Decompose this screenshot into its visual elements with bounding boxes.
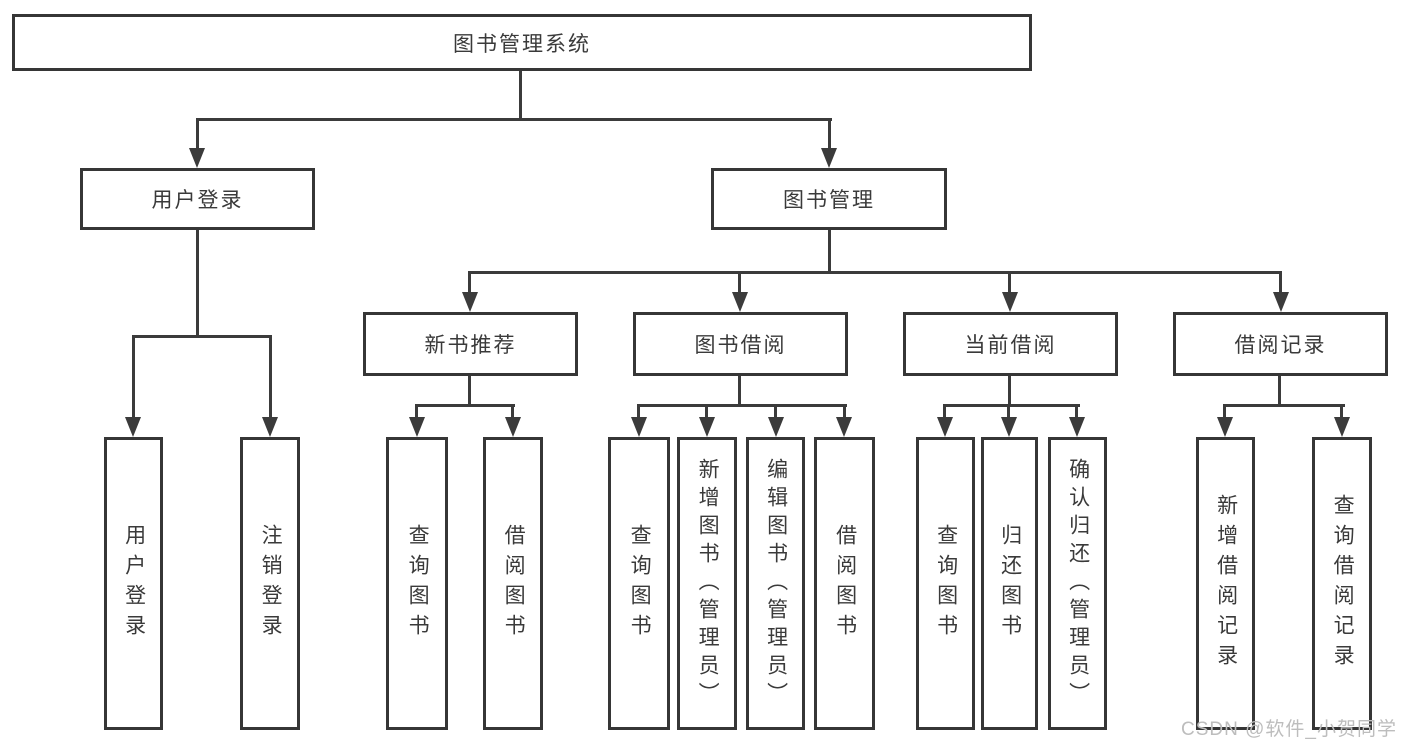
connector-line xyxy=(196,118,832,121)
connector-line xyxy=(132,335,135,421)
leaf-query-books-recommend: 查询图书 xyxy=(386,437,448,730)
leaf-query-books-borrowing-label: 查询图书 xyxy=(628,523,652,644)
connector-line xyxy=(1007,404,1010,421)
connector-line xyxy=(415,404,515,407)
leaf-edit-books-admin-label: 编辑图书（管理员） xyxy=(764,457,788,710)
node-library-system-label: 图书管理系统 xyxy=(453,32,591,56)
leaf-add-borrow-record: 新增借阅记录 xyxy=(1196,437,1255,730)
connector-arrow xyxy=(462,292,478,312)
leaf-edit-books-admin: 编辑图书（管理员） xyxy=(746,437,805,730)
connector-arrow xyxy=(125,417,141,437)
connector-line xyxy=(738,376,741,407)
connector-line xyxy=(843,404,846,421)
leaf-borrow-books-recommend: 借阅图书 xyxy=(483,437,543,730)
connector-line xyxy=(705,404,708,421)
connector-arrow xyxy=(821,148,837,168)
connector-line xyxy=(511,404,514,421)
connector-arrow xyxy=(1273,292,1289,312)
leaf-query-borrow-record-label: 查询借阅记录 xyxy=(1331,493,1355,674)
leaf-borrow-books-borrowing-label: 借阅图书 xyxy=(833,523,857,644)
connector-line xyxy=(468,376,471,407)
node-borrowing-records-label: 借阅记录 xyxy=(1234,334,1327,357)
connector-line xyxy=(943,404,946,421)
connector-line xyxy=(269,335,272,421)
node-new-book-recommend-label: 新书推荐 xyxy=(424,334,517,357)
connector-line xyxy=(415,404,418,421)
leaf-borrow-books-borrowing: 借阅图书 xyxy=(814,437,875,730)
node-library-system: 图书管理系统 xyxy=(12,14,1032,71)
connector-line xyxy=(1008,376,1011,407)
connector-line xyxy=(1075,404,1078,421)
node-new-book-recommend: 新书推荐 xyxy=(363,312,578,376)
node-book-management-label: 图书管理 xyxy=(783,189,875,212)
watermark: CSDN @软件_小贺同学 xyxy=(1181,719,1397,740)
connector-arrow xyxy=(631,417,647,437)
node-user-login-label: 用户登录 xyxy=(151,189,244,212)
connector-line xyxy=(196,118,199,152)
connector-arrow xyxy=(409,417,425,437)
connector-line xyxy=(519,71,522,118)
leaf-add-books-admin: 新增图书（管理员） xyxy=(677,437,737,730)
connector-arrow xyxy=(1334,417,1350,437)
connector-line xyxy=(468,271,471,296)
connector-line xyxy=(637,404,640,421)
connector-line xyxy=(196,230,199,338)
connector-line xyxy=(738,271,741,296)
node-current-borrowing: 当前借阅 xyxy=(903,312,1118,376)
leaf-query-books-current-label: 查询图书 xyxy=(934,523,958,644)
connector-line xyxy=(637,404,847,407)
connector-arrow xyxy=(1002,292,1018,312)
leaf-borrow-books-recommend-label: 借阅图书 xyxy=(502,523,526,644)
connector-arrow xyxy=(937,417,953,437)
connector-line xyxy=(828,230,831,274)
connector-arrow xyxy=(699,417,715,437)
connector-arrow xyxy=(1217,417,1233,437)
leaf-return-books: 归还图书 xyxy=(981,437,1038,730)
leaf-add-borrow-record-label: 新增借阅记录 xyxy=(1214,493,1238,674)
leaf-logout: 注销登录 xyxy=(240,437,300,730)
connector-arrow xyxy=(505,417,521,437)
connector-line xyxy=(1278,376,1281,407)
leaf-user-login: 用户登录 xyxy=(104,437,163,730)
leaf-confirm-return-admin-label: 确认归还（管理员） xyxy=(1066,457,1090,710)
connector-line xyxy=(943,404,1080,407)
leaf-logout-label: 注销登录 xyxy=(259,523,283,644)
leaf-user-login-label: 用户登录 xyxy=(122,523,146,644)
node-book-borrowing: 图书借阅 xyxy=(633,312,848,376)
leaf-query-books-borrowing: 查询图书 xyxy=(608,437,670,730)
node-book-borrowing-label: 图书借阅 xyxy=(694,334,787,357)
connector-arrow xyxy=(189,148,205,168)
connector-arrow xyxy=(768,417,784,437)
connector-arrow xyxy=(1069,417,1085,437)
leaf-query-books-current: 查询图书 xyxy=(916,437,975,730)
node-current-borrowing-label: 当前借阅 xyxy=(964,334,1057,357)
node-borrowing-records: 借阅记录 xyxy=(1173,312,1388,376)
connector-line xyxy=(828,118,831,152)
node-user-login: 用户登录 xyxy=(80,168,315,230)
connector-line xyxy=(1279,271,1282,296)
leaf-add-books-admin-label: 新增图书（管理员） xyxy=(696,457,720,710)
connector-arrow xyxy=(262,417,278,437)
leaf-query-borrow-record: 查询借阅记录 xyxy=(1312,437,1372,730)
connector-line xyxy=(1223,404,1226,421)
connector-arrow xyxy=(1001,417,1017,437)
leaf-query-books-recommend-label: 查询图书 xyxy=(406,523,430,644)
node-book-management: 图书管理 xyxy=(711,168,947,230)
connector-arrow xyxy=(836,417,852,437)
connector-line xyxy=(774,404,777,421)
leaf-confirm-return-admin: 确认归还（管理员） xyxy=(1048,437,1107,730)
connector-line xyxy=(1008,271,1011,296)
connector-line xyxy=(1223,404,1345,407)
connector-line xyxy=(468,271,1282,274)
connector-line xyxy=(1340,404,1343,421)
connector-line xyxy=(132,335,272,338)
connector-arrow xyxy=(732,292,748,312)
leaf-return-books-label: 归还图书 xyxy=(998,523,1022,644)
